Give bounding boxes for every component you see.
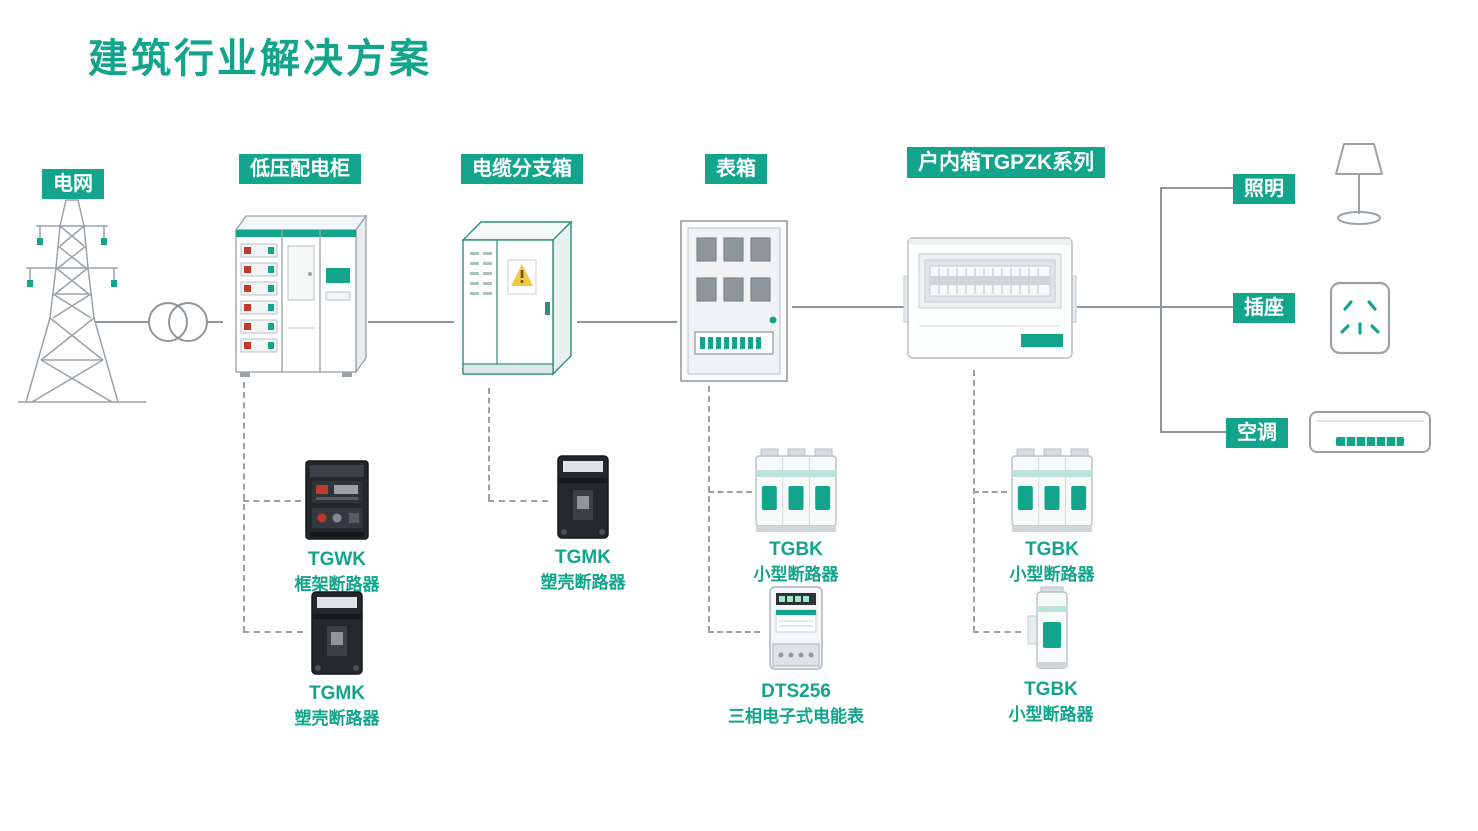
dash-meterbox-to-dts256 (708, 631, 760, 633)
page-title: 建筑行业解决方案 (88, 37, 432, 81)
product-model: DTS256 (761, 681, 831, 702)
product-name: 小型断路器 (1009, 564, 1095, 584)
load-rail-vertical (1160, 187, 1162, 433)
product-tgwk-frame-breaker: TGWK 框架断路器 (278, 456, 396, 595)
product-name: 塑壳断路器 (294, 708, 380, 728)
product-name: 小型断路器 (1008, 704, 1094, 724)
product-tgbk-mcb-indoorbox-2: TGBK 小型断路器 (992, 586, 1110, 725)
dash-meterbox-vertical (708, 386, 710, 632)
tgmk-breaker-image (311, 591, 363, 675)
dash-indoorbox-to-tgbk2 (973, 631, 1021, 633)
transformer-icon (148, 302, 208, 342)
air-conditioner-icon (1309, 411, 1431, 453)
line-branchbox-meterbox (577, 321, 677, 323)
line-meterbox-indoorbox (792, 306, 904, 308)
dash-branchbox-to-tgmk (488, 500, 548, 502)
product-model: TGBK (1024, 679, 1078, 700)
dash-branchbox-vertical (488, 388, 490, 500)
indoor-box-label: 户内箱TGPZK系列 (907, 147, 1106, 178)
line-indoorbox-rail (1077, 306, 1161, 308)
line-rail-ac (1160, 431, 1227, 433)
line-rail-lighting (1160, 187, 1234, 189)
product-dts256-energy-meter: DTS256 三相电子式电能表 (726, 584, 866, 727)
dash-cabinet-to-tgwk (243, 500, 301, 502)
tgbk-breaker-image (1027, 586, 1068, 669)
dash-cabinet-vertical (243, 382, 245, 632)
product-tgbk-mcb-indoorbox-1: TGBK 小型断路器 (992, 446, 1112, 585)
product-model: TGBK (1025, 539, 1079, 560)
indoor-box-image (903, 237, 1077, 359)
product-model: TGBK (769, 539, 823, 560)
lv-cabinet-image (234, 213, 368, 377)
socket-icon (1329, 281, 1391, 355)
cable-branch-box-image (461, 220, 573, 376)
line-transformer-cabinet (207, 321, 223, 323)
lv-cabinet-label: 低压配电柜 (239, 154, 361, 184)
dash-indoorbox-to-tgbk1 (973, 491, 1007, 493)
product-model: TGWK (307, 549, 367, 570)
tgmk-breaker-image (557, 455, 609, 539)
socket-label: 插座 (1233, 293, 1295, 323)
product-tgbk-mcb-meterbox: TGBK 小型断路器 (736, 446, 856, 585)
product-name: 三相电子式电能表 (728, 706, 864, 726)
grid-label: 电网 (42, 169, 104, 199)
line-cabinet-branchbox (368, 321, 454, 323)
lighting-label: 照明 (1233, 174, 1295, 204)
tgbk-breaker-image (755, 448, 837, 532)
lamp-icon (1335, 143, 1383, 225)
tgwk-frame-breaker-image (305, 460, 369, 540)
dts256-meter-image (769, 586, 823, 670)
meter-box-image (680, 220, 788, 382)
line-grid-transformer (95, 321, 149, 323)
product-tgmk-mccb-branchbox: TGMK 塑壳断路器 (524, 452, 642, 593)
ac-label: 空调 (1226, 418, 1288, 448)
tgbk-breaker-image (1011, 448, 1093, 532)
product-model: TGMK (555, 547, 611, 568)
cable-branch-box-label: 电缆分支箱 (461, 154, 583, 184)
product-name: 塑壳断路器 (540, 572, 626, 592)
product-model: TGMK (309, 683, 365, 704)
dash-cabinet-to-tgmk (243, 631, 303, 633)
line-rail-socket (1160, 306, 1234, 308)
meter-box-label: 表箱 (705, 154, 767, 184)
dash-indoorbox-vertical (973, 370, 975, 632)
dash-meterbox-to-tgbk (708, 491, 752, 493)
transmission-tower-icon (18, 199, 146, 403)
product-name: 小型断路器 (753, 564, 839, 584)
product-tgmk-mccb-cabinet: TGMK 塑壳断路器 (278, 588, 396, 729)
product-name: 框架断路器 (294, 574, 380, 594)
